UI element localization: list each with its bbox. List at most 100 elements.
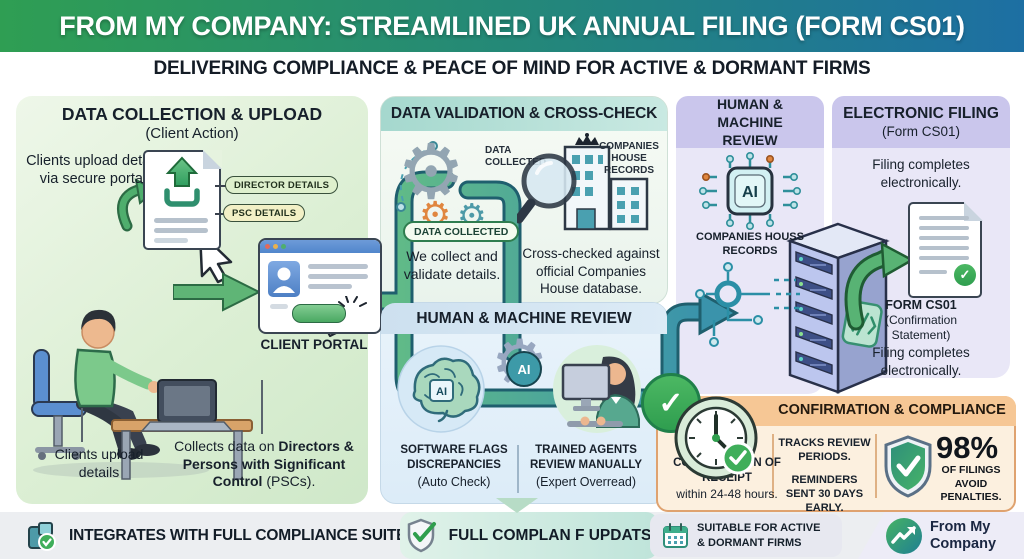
panel-data-collection: DATA COLLECTION & UPLOAD (Client Action)… [16,96,382,504]
caption-trained-agents: TRAINED AGENTS REVIEW MANUALLY (Expert O… [523,443,649,489]
panel-data-validation: DATA VALIDATION & CROSS-CHECK ⚙ ⚙ ⚙ DATA… [380,96,668,304]
tracks-review-label: TRACKS REVIEW PERIODS. [778,437,871,464]
panel-hm-review-right-header: HUMAN & MACHINE REVIEW [676,96,824,148]
logo-text-line1: From My [929,518,991,535]
clock-icon [674,396,758,480]
document-text-line [919,270,947,274]
client-portal-window [258,238,382,334]
stat-caption: OF FILINGS AVOID PENALTIES. [940,464,1002,504]
form-cs01-document-icon: ✓ [908,201,983,298]
footer-item-integrates: INTEGRATES WITH FULL COMPLIANCE SUITE [26,512,407,559]
document-text-line [154,228,208,233]
footer-item-suitability-line1: SUITABLE FOR ACTIVE [697,522,821,535]
section-divider [875,434,877,498]
shield-check-icon [407,518,436,552]
agent-at-computer-illustration [553,345,641,433]
portal-text-line [308,274,368,279]
page-title: FROM MY COMPANY: STREAMLINED UK ANNUAL F… [59,10,965,41]
caption-trained-agents-title: TRAINED AGENTS REVIEW MANUALLY [529,444,643,471]
validation-left-text: We collect and validate details. [403,248,501,283]
caption-collects-bold: Directors & Persons with Significant Con… [182,438,354,489]
document-fold [963,201,983,221]
check-glyph: ✓ [959,267,971,282]
window-dot-yellow [273,244,278,249]
validation-right-text: Cross-checked against official Companies… [522,246,660,297]
caption-tick [261,380,263,434]
panel-confirmation-title: CONFIRMATION & COMPLIANCE [778,402,1006,418]
panel-data-collection-title: DATA COLLECTION & UPLOAD [61,104,323,124]
form-cs01-label: FORM CS01 [885,298,957,312]
caption-divider [517,445,519,493]
caption-software-flags-sub: (Auto Check) [417,474,491,489]
ai-brain-icon: AI [397,345,485,433]
caption-software-flags-title: SOFTWARE FLAGS DISCREPANCIES [400,444,508,471]
filing-text-bottom: Filing completes electronically. [872,345,970,378]
data-collected-label: DATA COLLECTED [485,145,547,168]
document-fold [202,149,222,169]
caption-collects-data: Collects data on Directors & Persons wit… [164,438,364,491]
panel-human-machine-review: HUMAN & MACHINE REVIEW AI ⚙ AI [380,302,668,504]
document-text-line [919,226,969,230]
brand-logo: From My Company [858,512,1024,559]
caption-software-flags: SOFTWARE FLAGS DISCREPANCIES (Auto Check… [391,443,517,489]
caption-tick [81,408,83,442]
filing-text-top: Filing completes electronically. [872,157,970,190]
panel-electronic-filing: ELECTRONIC FILING (Form CS01) Filing com… [832,96,1010,378]
window-dot-green [281,244,286,249]
shield-icon [884,435,932,498]
panel-data-validation-header: DATA VALIDATION & CROSS-CHECK [381,97,667,131]
footer-bar: INTEGRATES WITH FULL COMPLIANCE SUITE FU… [0,512,1024,559]
document-text-line [919,236,969,240]
panel-hm-review-right-title: HUMAN & MACHINE REVIEW [716,95,784,149]
reminders-label: REMINDERS SENT 30 DAYS EARLY. [785,473,864,515]
caption-collects-prefix: Collects data on [174,438,279,454]
logo-text-line2: Company [929,535,997,552]
panel-review-title: HUMAN & MACHINE REVIEW [416,309,632,327]
crown-icon [575,135,599,145]
document-text-line [919,246,969,250]
companies-houss-records-label: COMPANIES HOUSS RECORDS [696,231,804,258]
pointer-notch [496,498,538,513]
companies-house-records-label: COMPANIES HOUSE RECORDS [599,141,659,176]
badge-connector [215,213,225,215]
click-spark-icon [338,296,367,307]
tracking-caption: TRACKS REVIEW PERIODS. REMINDERS SENT 30… [776,436,873,515]
footer-item-compliance-updates: FULL COMPLAN F UPDATS [400,512,658,559]
circuit-icon [695,262,802,347]
upload-arrow-icon [164,156,200,207]
panel-electronic-filing-title: ELECTRONIC FILING [843,105,999,122]
footer-item-compliance-updates-label: FULL COMPLAN F UPDATS [448,526,652,544]
upload-document-icon [143,149,222,250]
upload-note: Clients upload details via secure portal… [26,153,164,188]
svg-text:AI: AI [742,184,758,201]
director-details-badge: DIRECTOR DETAILS [225,176,339,194]
person-at-desk-illustration [31,309,253,480]
panel-data-validation-title: DATA VALIDATION & CROSS-CHECK [390,105,658,122]
receipt-caption-sub: within 24-48 hours. [676,486,778,501]
footer-item-suitability-line2: & DORMANT FIRMS [697,536,802,549]
panel-hm-review-right: HUMAN & MACHINE REVIEW AI COMPANIES HOUS… [676,96,824,394]
ai-chip-icon: AI [699,152,802,230]
document-text-line [919,216,969,220]
portal-text-line [308,264,368,269]
document-text-line [154,238,188,243]
ai-chip-badge: AI [506,351,542,387]
caption-collects-suffix: (PSCs). [262,473,316,489]
check-icon: ✓ [952,262,978,288]
footer-item-suitability: SUITABLE FOR ACTIVE & DORMANT FIRMS [650,514,842,557]
document-text-line [154,218,208,223]
page-subtitle: DELIVERING COMPLIANCE & PEACE OF MIND FO… [153,58,871,79]
window-dot-red [265,244,270,249]
client-portal-label: CLIENT PORTAL [260,337,368,352]
panel-confirmation-compliance: CONFIRMATION & COMPLIANCE CONFIRMATION O… [656,396,1016,515]
panel-electronic-filing-subtitle: (Form CS01) [881,124,960,139]
data-collected-pill: DATA COLLECTED [403,221,520,242]
footer-item-integrates-label: INTEGRATES WITH FULL COMPLIANCE SUITE [69,526,407,544]
form-cs01-sublabel: (Confirmation Statement) [884,313,958,342]
section-divider [772,434,774,498]
suite-integration-icon [28,521,56,551]
panel-data-collection-subtitle: (Client Action) [145,125,239,142]
svg-text:AI: AI [436,386,447,398]
badge-connector [215,185,227,187]
